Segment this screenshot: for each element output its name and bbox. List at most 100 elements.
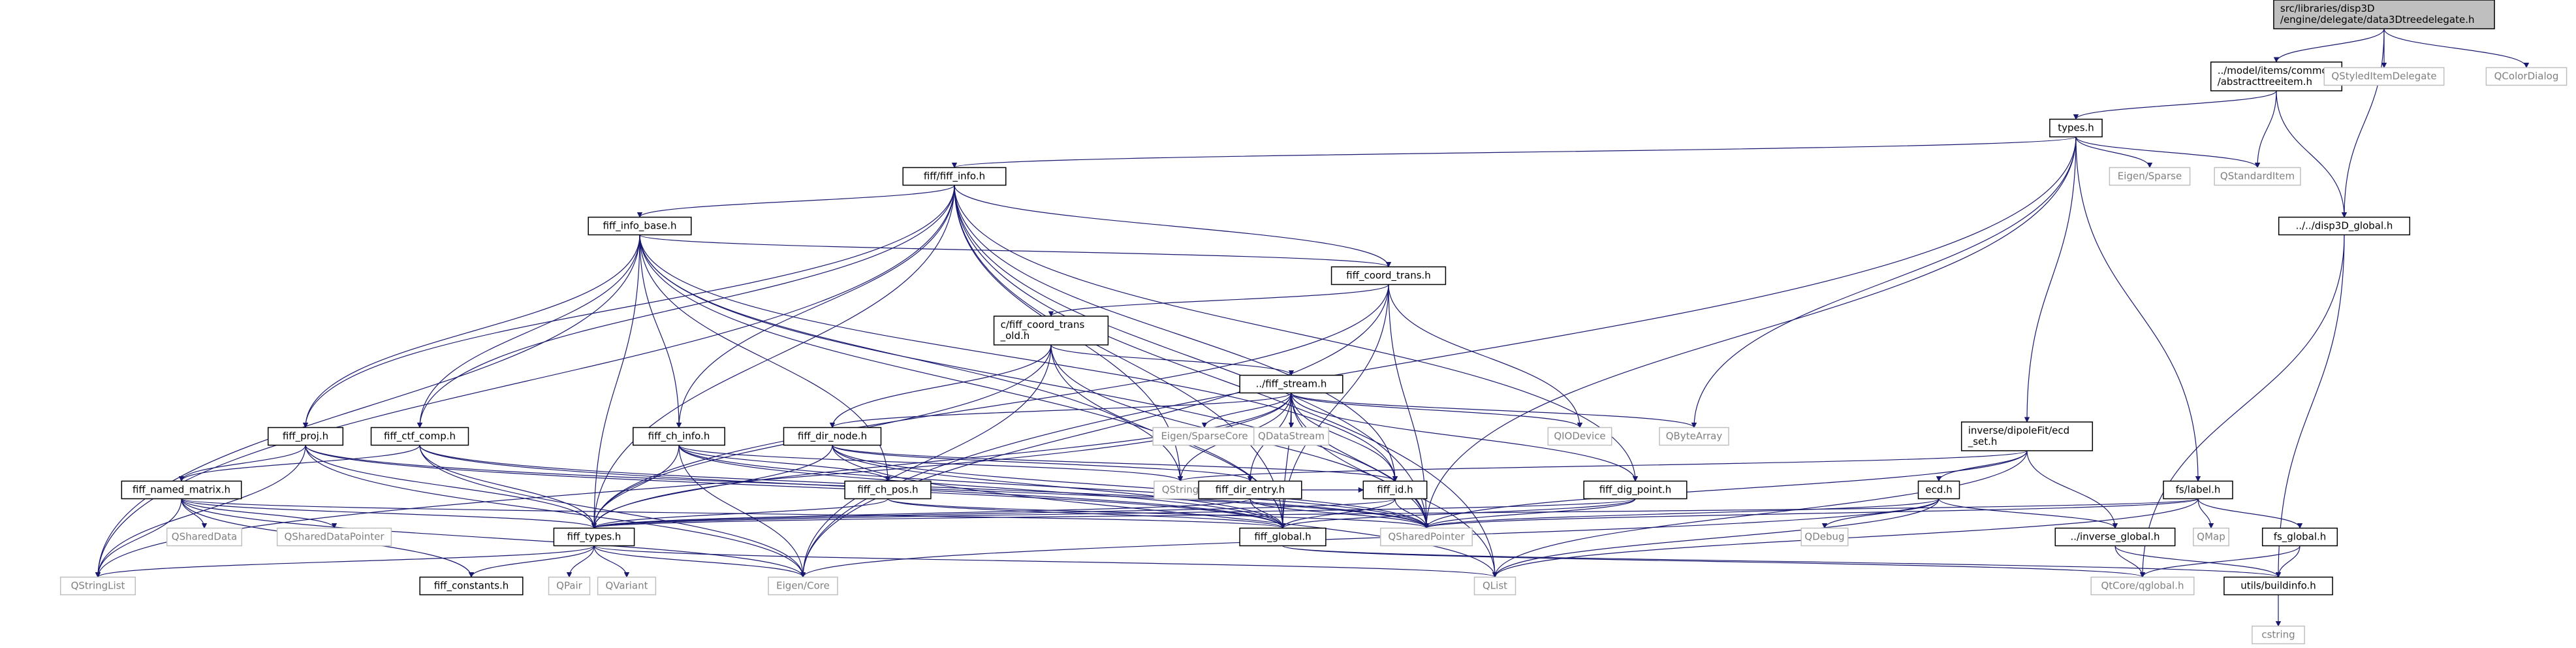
- edge-n21-to-n35: [419, 445, 597, 529]
- edge-n36-to-n47: [1282, 545, 2281, 578]
- node-fiff-fiff-info-h[interactable]: fiff/fiff_info.h: [902, 167, 1007, 186]
- edge-n2-to-n7: [2276, 90, 2348, 218]
- node-fiff-named-matrix-h[interactable]: fiff_named_matrix.h: [121, 480, 242, 500]
- edge-n11-to-n16: [1388, 284, 1583, 429]
- edge-n23-to-n37: [832, 445, 1430, 529]
- node-box: [2163, 480, 2233, 500]
- node-qlist: QList: [1473, 576, 1516, 596]
- node-box: [2323, 67, 2445, 86]
- node-fiff-ctf-comp-h[interactable]: fiff_ctf_comp.h: [370, 427, 469, 446]
- edge-n23-to-n36: [832, 445, 1286, 529]
- edge-n13-to-n28: [1291, 393, 1398, 482]
- node-fiff-info-base-h[interactable]: fiff_info_base.h: [588, 216, 692, 236]
- node-box: [2054, 527, 2176, 547]
- node-types-h[interactable]: types.h: [2049, 118, 2103, 138]
- edge-n8-to-n10: [636, 184, 955, 218]
- node-box: [2252, 625, 2305, 645]
- edge-n18-to-n39: [2026, 450, 2118, 529]
- edge-n12-to-n23: [829, 344, 1052, 429]
- edge-n13-to-n29: [1291, 393, 1639, 482]
- edge-n25-to-n37: [887, 498, 1429, 529]
- node-c-fiff-coord-trans-old-h[interactable]: c/fiff_coord_trans_old.h: [993, 316, 1109, 346]
- node-box: [993, 316, 1109, 346]
- edge-n29-to-n37: [1423, 498, 1636, 529]
- node-box: [1473, 576, 1516, 596]
- node-qtcore-qglobal-h: QtCore/qglobal.h: [2090, 576, 2195, 596]
- node-label: QString: [1162, 484, 1199, 496]
- edge-n21-to-n44: [419, 445, 806, 578]
- edge-n24-to-n40: [95, 498, 182, 578]
- node-inverse-global-h[interactable]: ../inverse_global.h: [2054, 527, 2176, 547]
- node-label: QMap: [2197, 531, 2225, 543]
- edge-n8-to-n37: [954, 185, 1430, 529]
- edge-n5-to-n37: [1423, 137, 2077, 529]
- node-fiff-dir-node-h[interactable]: fiff_dir_node.h: [783, 427, 882, 446]
- node-disp3d-global-h[interactable]: ../../disp3D_global.h: [2278, 216, 2411, 236]
- node-box: [1547, 427, 1612, 446]
- edge-n36-to-n46: [1282, 545, 2145, 578]
- node-qdatastream: QDataStream: [1253, 427, 1330, 446]
- node-fiff-dir-entry-h[interactable]: fiff_dir_entry.h: [1198, 480, 1302, 500]
- edge-n24-to-n35: [181, 498, 597, 529]
- edge-n32-to-n47: [2275, 545, 2301, 578]
- node-box: [553, 527, 635, 547]
- edge-n5-to-n19: [2075, 137, 2201, 482]
- node-label: fiff_named_matrix.h: [133, 484, 230, 496]
- edge-n10-to-n26: [639, 235, 1184, 482]
- nodes-layer: src/libraries/disp3D/engine/delegate/dat…: [59, 0, 2568, 645]
- node-label: QStyledItemDelegate: [2331, 71, 2436, 82]
- node-label: Eigen/SparseCore: [1161, 430, 1248, 442]
- node-fs-label-h[interactable]: fs/label.h: [2163, 480, 2233, 500]
- node-model-items-common-abstracttreeitem-h[interactable]: ../model/items/common/abstracttreeitem.h: [2210, 61, 2343, 91]
- node-fiff-types-h[interactable]: fiff_types.h: [553, 527, 635, 547]
- edge-n18-to-n45: [1492, 450, 2028, 578]
- node-box: [844, 480, 932, 500]
- edge-n28-to-n35: [591, 498, 1396, 529]
- edge-n35-to-n40: [95, 545, 595, 578]
- node-utils-buildinfo-h[interactable]: utils/buildinfo.h: [2223, 576, 2333, 596]
- edge-n29-to-n35: [591, 498, 1636, 529]
- node-fs-global-h[interactable]: fs_global.h: [2261, 527, 2338, 547]
- node-box: [121, 480, 242, 500]
- node-box: [1583, 480, 1688, 500]
- node-label: ecd.h: [1925, 484, 1952, 496]
- node-fiff-dig-point-h[interactable]: fiff_dig_point.h: [1583, 480, 1688, 500]
- node-box: [783, 427, 882, 446]
- node-label: _set.h: [1968, 436, 1998, 448]
- node-fiff-proj-h[interactable]: fiff_proj.h: [267, 427, 344, 446]
- node-fiff-stream-h[interactable]: ../fiff_stream.h: [1239, 374, 1343, 394]
- node-ecd-h[interactable]: ecd.h: [1917, 480, 1960, 500]
- edge-n10-to-n21: [416, 235, 640, 429]
- node-fiff-constants-h[interactable]: fiff_constants.h: [419, 576, 524, 596]
- node-qstandarditem: QStandardItem: [2214, 167, 2301, 186]
- node-qdebug: QDebug: [1800, 527, 1849, 547]
- edge-n10-to-n36: [639, 235, 1286, 529]
- node-qcolordialog: QColorDialog: [2485, 67, 2568, 86]
- node-label: fs_global.h: [2274, 531, 2327, 543]
- edge-n7-to-n46: [2139, 235, 2345, 578]
- node-box: [370, 427, 469, 446]
- edge-n12-to-n44: [800, 344, 1052, 578]
- node-fiff-coord-trans-h[interactable]: fiff_coord_trans.h: [1330, 266, 1447, 285]
- node-fiff-ch-pos-h[interactable]: fiff_ch_pos.h: [844, 480, 932, 500]
- node-label: QVariant: [605, 580, 648, 592]
- node-label: QSharedDataPointer: [284, 531, 385, 543]
- node-label: QDebug: [1804, 531, 1844, 543]
- node-label: /engine/delegate/data3Dtreedelegate.h: [2280, 14, 2475, 25]
- node-fiff-id-h[interactable]: fiff_id.h: [1362, 480, 1428, 500]
- node-box: [1659, 427, 1729, 446]
- edge-n39-to-n46: [2114, 545, 2146, 578]
- node-box: [1239, 374, 1343, 394]
- node-box: [633, 427, 725, 446]
- node-label: QIODevice: [1554, 430, 1605, 442]
- node-label: fs/label.h: [2176, 484, 2221, 496]
- node-inverse-dipolefit-ecd-set-h[interactable]: inverse/dipoleFit/ecd_set.h: [1960, 421, 2094, 451]
- node-box: [267, 427, 344, 446]
- node-box: [2261, 527, 2338, 547]
- node-fiff-ch-info-h[interactable]: fiff_ch_info.h: [633, 427, 725, 446]
- node-src-libraries-disp3d-engine-delegate-data3dtreedelegate-h[interactable]: src/libraries/disp3D/engine/delegate/dat…: [2273, 0, 2495, 29]
- node-label: fiff_dig_point.h: [1599, 484, 1672, 496]
- edge-n13-to-n17: [1291, 392, 1697, 429]
- node-fiff-global-h[interactable]: fiff_global.h: [1239, 527, 1327, 547]
